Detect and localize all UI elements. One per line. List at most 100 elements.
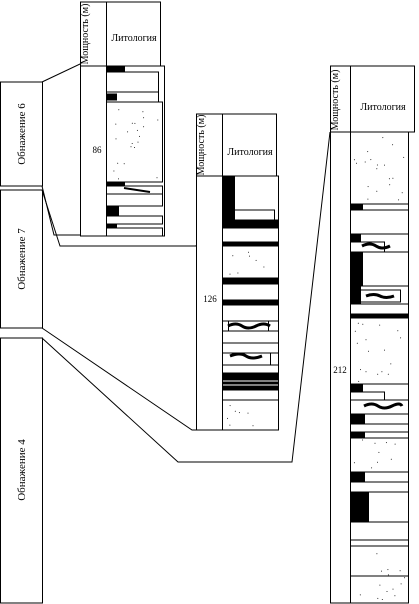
section-4-column: Мощность (м) Литология 212 [330, 65, 415, 604]
section-7-beds [222, 175, 279, 431]
stipple-dot [157, 119, 159, 121]
stipple-dot [229, 405, 231, 407]
stipple-dot [379, 324, 381, 326]
section-7-label: Обнажение 7 [16, 228, 28, 290]
correlation-line-7-bottom [41, 327, 222, 431]
stipple-dot [387, 574, 389, 576]
section-4-label-box [0, 337, 43, 604]
stipple-dot [232, 255, 234, 257]
stipple-dot [139, 135, 140, 137]
stipple-dot [255, 259, 257, 261]
stipple-dot [376, 190, 378, 192]
stipple-dot [364, 161, 366, 163]
section-4-lithology-header: Литология [360, 102, 406, 113]
stipple-dot [134, 147, 135, 148]
section-4-thickness-header: Мощность (м) [330, 70, 341, 131]
section-7-label-box [0, 189, 43, 329]
stipple-dot [238, 412, 240, 414]
stipple-dot [400, 583, 402, 585]
stipple-dot [370, 159, 372, 161]
stipple-dot [376, 553, 378, 555]
section-6-label: Обнажение 6 [16, 103, 28, 165]
section-4-beds [350, 131, 409, 604]
stipple-dot [249, 255, 250, 257]
stipple-dot [365, 339, 367, 341]
stipple-dot [362, 439, 364, 441]
correlation-line-4-top [41, 131, 331, 463]
stipple-dot [376, 164, 378, 166]
stipple-dot [367, 186, 369, 188]
stipple-dot [137, 141, 139, 143]
stipple-dot [384, 349, 385, 351]
stipple-dot [378, 451, 380, 453]
stipple-dot [394, 595, 396, 597]
stipple-dot [387, 373, 389, 375]
stipple-dot [384, 164, 385, 166]
stipple-dot [143, 126, 145, 128]
stipple-dot [353, 462, 355, 464]
stipple-dot [404, 577, 406, 579]
stipple-dot [118, 109, 120, 111]
section-label-bar [0, 81, 43, 604]
section-7-header-lithology [222, 113, 277, 177]
stipple-dot [386, 591, 388, 592]
stipple-dot [379, 584, 381, 586]
stipple-dot [237, 272, 239, 274]
section-4-thickness-value: 212 [333, 365, 347, 375]
stipple-dot [136, 129, 138, 131]
section-7-column: Мощность (м) Литология 126 [196, 113, 279, 431]
stipple-dot [367, 198, 369, 200]
stipple-dot [398, 199, 400, 201]
stipple-dot [229, 273, 231, 275]
stipple-dot [357, 322, 359, 324]
section-7-thickness-header: Мощность (м) [196, 115, 207, 176]
stipple-dot [353, 159, 355, 161]
stipple-dot [400, 337, 402, 339]
stipple-dot [390, 363, 392, 365]
section-4-label: Обнажение 4 [16, 439, 28, 501]
stipple-dot [385, 442, 387, 444]
stipple-dot [358, 380, 360, 382]
stipple-dot [371, 467, 373, 469]
stipple-dot [399, 570, 401, 572]
stipple-dot [403, 156, 405, 158]
stipple-dot [377, 597, 379, 599]
section-6-column: Мощность (м) Литология 86 [80, 1, 165, 237]
stipple-dot [131, 122, 133, 124]
stipple-dot [143, 117, 145, 119]
stipple-dot [392, 588, 394, 590]
stipple-dot [368, 350, 369, 352]
stipple-dot [356, 162, 357, 164]
stipple-dot [113, 170, 115, 172]
stipple-dot [134, 122, 136, 124]
section-6-thickness-value: 86 [93, 145, 103, 155]
sandstone-stipple [113, 109, 406, 600]
section-7-thickness-column [196, 175, 223, 431]
stipple-dot [263, 266, 265, 268]
stipple-dot [381, 599, 383, 600]
stipple-dot [123, 163, 125, 165]
stipple-dot [401, 192, 403, 194]
stipple-dot [252, 425, 254, 427]
stipple-dot [247, 412, 249, 414]
stipple-dot [381, 371, 383, 373]
stipple-dot [356, 342, 358, 344]
stipple-dot [382, 137, 384, 139]
stipple-dot [390, 458, 392, 460]
section-6-label-box [0, 81, 43, 187]
stipple-dot [118, 178, 119, 180]
stipple-dot [117, 162, 119, 164]
stipple-dot [234, 410, 236, 412]
stipple-dot [377, 373, 379, 375]
stipple-dot [130, 146, 132, 148]
section-4-header-lithology [350, 65, 415, 133]
stipple-dot [131, 143, 133, 144]
stipple-dot [392, 144, 394, 146]
section-6-thickness-column [80, 65, 107, 237]
stipple-dot [359, 594, 361, 596]
section-6-thickness-header: Мощность (м) [80, 4, 91, 65]
stipple-dot [227, 417, 228, 419]
stipple-dot [388, 178, 390, 180]
section-6-lithology-header: Литология [111, 33, 157, 44]
